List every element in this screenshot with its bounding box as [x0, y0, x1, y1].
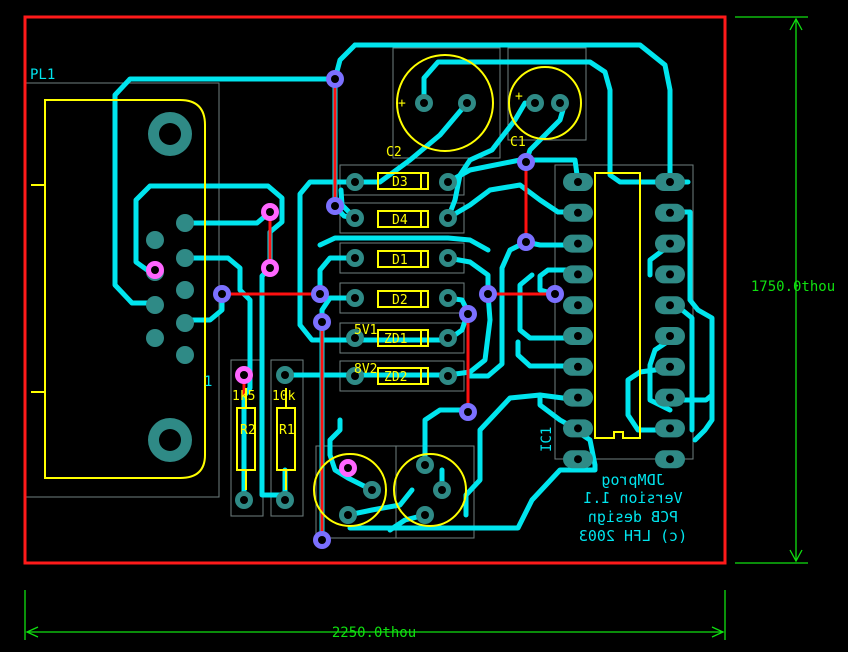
info-line-2: Version 1.1	[583, 489, 682, 507]
ic-pad-hole	[666, 178, 674, 186]
ic-pad-hole	[666, 270, 674, 279]
ic-pad-hole	[574, 393, 582, 402]
resistor-silkscreen	[236, 388, 296, 490]
board-info-text: JDMprog Version 1.1 PCB design (c) LFH 2…	[579, 471, 687, 545]
capacitor-c2-polarity: +	[398, 96, 406, 111]
diode-d4-label: D4	[392, 213, 408, 228]
zener-zd1-label: ZD1	[384, 332, 407, 347]
ic-pad-hole	[574, 239, 582, 248]
connector-label: PL1	[30, 67, 55, 83]
diode-pads	[346, 173, 457, 385]
ic-pad-hole	[666, 455, 674, 464]
diode-silkscreen	[377, 172, 429, 385]
resistor-r2-value: 1k5	[232, 389, 255, 404]
ic-pad-hole	[574, 424, 582, 433]
width-dimension-label: 2250.0thou	[332, 625, 416, 641]
copper-traces	[112, 42, 715, 538]
diode-d2-label: D2	[392, 293, 408, 308]
diode-d3-label: D3	[392, 175, 408, 190]
connector-pads	[146, 112, 194, 462]
info-line-1: JDMprog	[601, 471, 664, 489]
connector-silkscreen	[31, 99, 206, 479]
wire-links	[220, 77, 557, 542]
dimension-lines	[24, 16, 808, 640]
resistor-r1-label: R1	[279, 423, 295, 438]
diode-d1-label: D1	[392, 253, 408, 268]
capacitor-c1-label: C1	[510, 135, 526, 150]
ic-pad-hole	[574, 455, 582, 464]
ic-pad-hole	[574, 270, 582, 279]
vias	[146, 70, 564, 549]
info-line-3: PCB design	[588, 508, 678, 526]
resistor-pads	[235, 366, 294, 509]
ic-pad-hole	[666, 208, 674, 217]
ic-pad-hole	[666, 424, 674, 433]
ic-label: IC1	[539, 427, 555, 452]
zener-zd2-value: 8V2	[354, 362, 377, 377]
ic-pad-hole	[574, 301, 582, 310]
ic-pad-hole	[666, 301, 674, 310]
ic-silkscreen	[594, 172, 641, 439]
capacitor-c2-label: C2	[386, 145, 402, 160]
zener-zd2-label: ZD2	[384, 370, 407, 385]
ic-pad-hole	[666, 362, 674, 371]
height-dimension-label: 1750.0thou	[751, 279, 835, 295]
connector-pin-label: 1	[204, 374, 212, 390]
info-line-4: (c) LFH 2003	[579, 527, 687, 545]
resistor-r1-value: 10k	[272, 389, 296, 404]
resistor-r2-label: R2	[240, 423, 256, 438]
ic-pad-hole	[574, 208, 582, 217]
capacitor-silkscreen	[313, 54, 582, 527]
capacitor-pads	[339, 94, 569, 524]
ic-pads	[563, 173, 685, 469]
ic-pad-hole	[666, 239, 674, 248]
ic-pad-hole	[574, 332, 582, 340]
capacitor-c1-polarity: +	[515, 89, 523, 104]
ic-pad-hole	[666, 393, 674, 402]
ic-pad-hole	[666, 332, 674, 340]
zener-zd1-value: 5V1	[354, 323, 377, 338]
ic-pad-hole	[574, 178, 582, 186]
ic-pad-hole	[574, 362, 582, 371]
board-outline	[23, 15, 727, 565]
